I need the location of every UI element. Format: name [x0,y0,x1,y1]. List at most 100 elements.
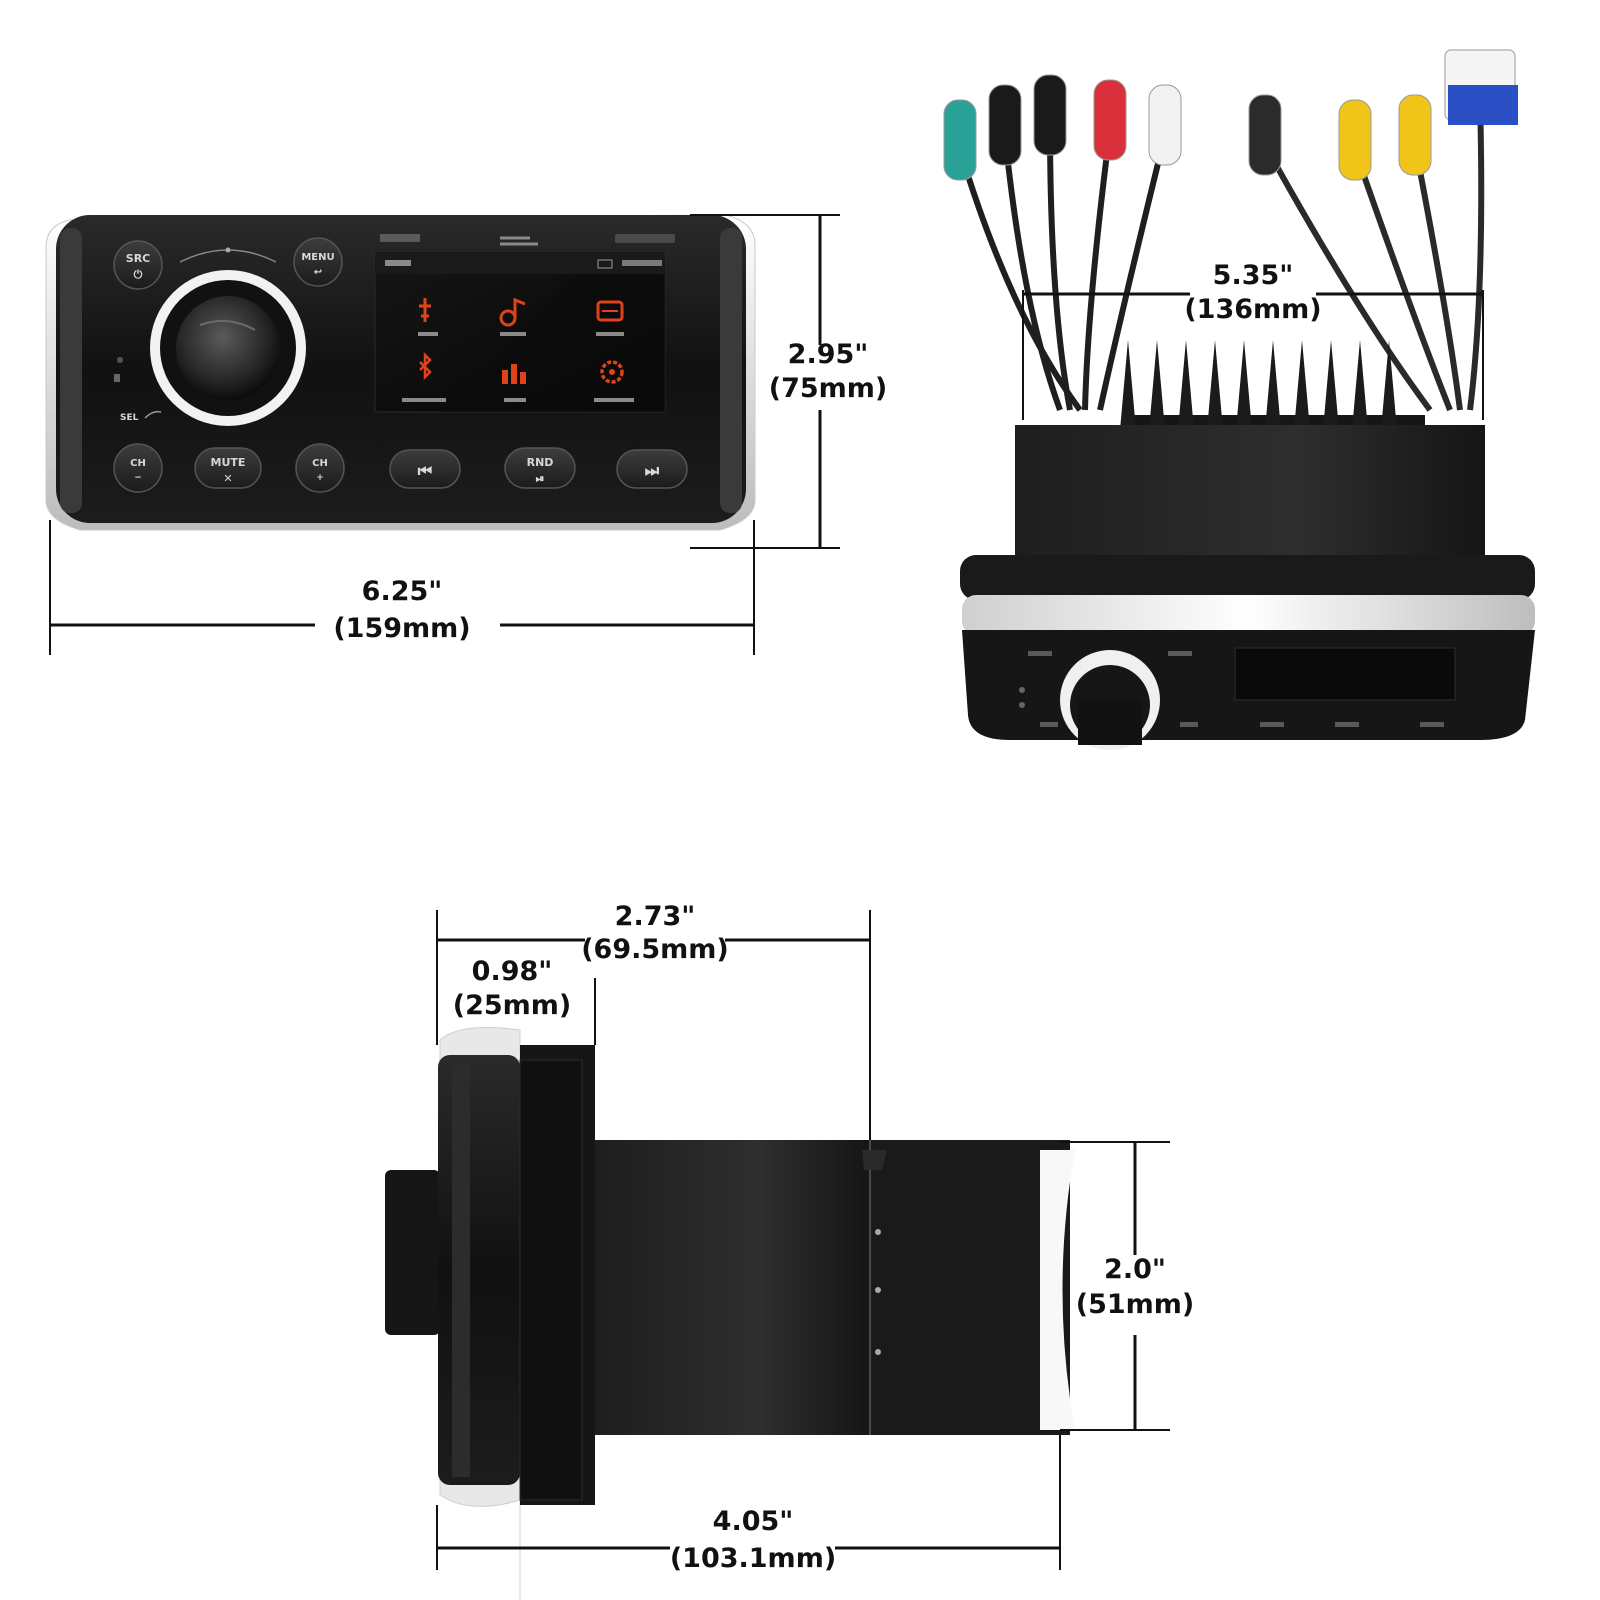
harness-connector-icon [1448,85,1518,125]
side-bezel-dimension: 0.98" (25mm) [453,956,596,1045]
rear-width-dimension: 5.35" (136mm) [1022,260,1484,420]
rca-connector-icon [1338,99,1372,181]
cable-wire [1467,99,1485,411]
settings-icon[interactable] [594,360,634,402]
side-overall-in: 4.05" [713,1506,794,1537]
heat-sink-fin [1149,340,1165,430]
bluetooth-icon[interactable] [402,351,446,402]
rca-connector-icon [1248,94,1282,176]
cable-wire [1097,134,1168,411]
heat-sink [1120,340,1425,435]
side-chassis-rear [870,1140,1070,1435]
menu-button-label: MENU [301,252,334,263]
heat-sink-fin [1120,340,1136,430]
side-view: 2.73" (69.5mm) 0.98" (25mm) 2.0" (51mm) … [385,901,1194,1600]
side-sleeve-plate [519,1059,583,1501]
return-icon: ↩ [314,267,322,278]
model-label-mark [380,234,420,242]
heat-sink-fin [1207,340,1223,430]
minus-icon: − [134,473,142,483]
front-height-mm: (75mm) [769,373,888,404]
front-left-rail [60,228,82,513]
rca-connector-icon [988,84,1022,166]
rca-connector-icon [943,99,977,181]
random-button[interactable]: RND ⏯ [504,447,576,489]
side-overall-mm: (103.1mm) [670,1543,836,1574]
screw-icon [875,1349,881,1355]
rear-button-marks [1019,651,1444,727]
volume-knob[interactable] [150,270,306,426]
cable-wire [1352,149,1453,412]
rca-connector-icon [1398,94,1432,176]
side-depth-mm: (69.5mm) [581,934,729,965]
heat-sink-fin [1265,340,1281,430]
mute-button[interactable]: MUTE ✕ [194,447,262,489]
side-height-in: 2.0" [1104,1254,1166,1285]
front-width-dimension: 6.25" (159mm) [49,520,755,655]
next-track-button[interactable]: ⏭ [616,449,688,489]
ch-left-button-label: CH [130,458,146,469]
rear-width-mm: (136mm) [1184,294,1321,325]
rca-connector-icon [1033,74,1067,156]
front-width-mm: (159mm) [333,613,470,644]
play-pause-icon: ⏯ [536,472,545,485]
side-tab [862,1150,887,1170]
ch-left-button[interactable]: CH − [113,443,163,493]
side-knob [385,1170,440,1335]
cable-bundle [943,49,1518,412]
ir-sensor-icon [117,357,123,363]
side-height-dimension: 2.0" (51mm) [1060,1141,1195,1431]
skip-back-icon: ⏮ [418,461,432,480]
heat-sink-fin [1323,340,1339,430]
sel-label: SEL [120,413,139,423]
rear-screen [1234,647,1456,701]
menu-icon-grid [402,297,634,402]
side-height-mm: (51mm) [1076,1289,1195,1320]
heat-sink-fin [1381,340,1397,430]
ch-right-button[interactable]: CH + [295,443,345,493]
side-overall-dimension: 4.05" (103.1mm) [436,1435,1061,1574]
front-width-in: 6.25" [362,576,443,607]
menu-button[interactable]: MENU ↩ [293,237,343,287]
front-height-in: 2.95" [788,339,869,370]
rear-faceplate-top [960,555,1535,600]
cable-wire [1002,134,1063,412]
cable-wire [1082,129,1113,411]
side-chassis [595,1140,870,1435]
side-bezel-in: 0.98" [472,956,553,987]
mute-button-label: MUTE [211,456,246,469]
heat-sink-fin [1294,340,1310,430]
skip-forward-icon: ⏭ [645,461,660,480]
heat-sink-fin [1352,340,1368,430]
badge-mark [615,234,675,243]
cable-wire [1047,124,1073,411]
rear-width-in: 5.35" [1213,260,1294,291]
src-button-label: SRC [126,252,150,265]
zone-icon[interactable] [502,364,526,402]
mic-icon [114,374,120,382]
front-view: SRC ⏻ MENU ↩ SEL [45,214,888,655]
src-button[interactable]: SRC ⏻ [113,240,163,290]
heat-sink-fin [1236,340,1252,430]
rear-view: 5.35" (136mm) [943,49,1535,750]
rear-knob[interactable] [1060,650,1160,750]
aux-in-icon[interactable] [418,298,438,336]
previous-track-button[interactable]: ⏮ [389,449,461,489]
radio-icon[interactable] [596,300,624,336]
plus-icon: + [316,473,324,483]
rear-chassis [1015,425,1485,560]
side-chassis-tail [1040,1150,1075,1430]
ch-right-button-label: CH [312,458,328,469]
rca-connector-icon [1093,79,1127,161]
music-icon[interactable] [499,297,526,336]
front-right-rail [720,228,742,513]
power-icon: ⏻ [134,268,143,281]
random-button-label: RND [527,456,554,469]
side-bezel [438,1055,520,1485]
side-depth-in: 2.73" [615,901,696,932]
arc-dot-icon [225,247,231,253]
side-bezel-mm: (25mm) [453,990,572,1021]
brand-logo [500,236,538,246]
speaker-mute-icon: ✕ [223,472,232,485]
